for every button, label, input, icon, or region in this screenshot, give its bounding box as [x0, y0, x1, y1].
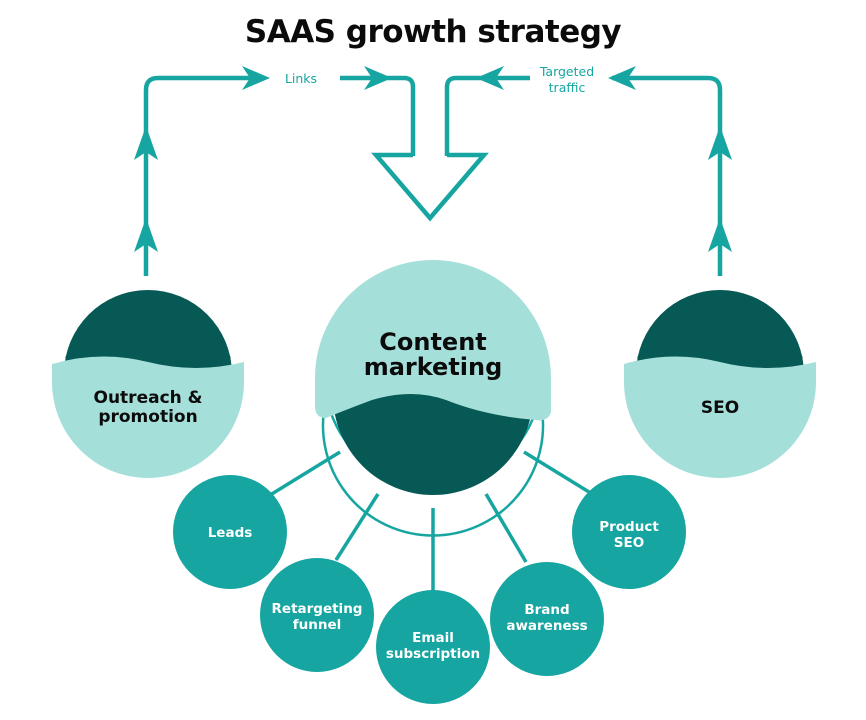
left-flow-line-down [340, 75, 416, 156]
outcome-brand-awareness: Brand awareness [490, 562, 604, 676]
outcome-product-seo: Product SEO [572, 475, 686, 589]
right-flow-line-up [612, 75, 723, 276]
node-light-cap [315, 260, 551, 421]
node-light-body [52, 356, 244, 478]
arrow-right-icon [242, 66, 270, 90]
arrow-up-icon [708, 126, 732, 160]
content-label-line2: marketing [364, 353, 503, 381]
arrow-up-icon [708, 218, 732, 252]
node-ring-outer [321, 399, 545, 537]
outcome-label-line1: Retargeting [272, 601, 363, 617]
connector-leads [261, 450, 341, 502]
right-flow-line-down [444, 75, 530, 156]
connector-brand [484, 493, 528, 563]
outreach-label-line2: promotion [98, 407, 197, 427]
diagram-title: SAAS growth strategy [245, 14, 622, 50]
outcome-label-line1: Leads [208, 525, 253, 541]
outcome-circle [490, 562, 604, 676]
outcome-label-line2: SEO [614, 535, 644, 551]
arrow-left-icon [608, 66, 636, 90]
links-label: Links [285, 71, 317, 86]
right-flow-connector [444, 75, 723, 276]
arrow-up-icon [134, 126, 158, 160]
node-seo: SEO [624, 290, 816, 478]
connector-retargeting [334, 493, 380, 561]
outcome-label-line1: Product [599, 519, 659, 535]
outcome-circle [376, 590, 490, 704]
outcome-label-line2: awareness [506, 618, 587, 634]
outcome-label-line2: funnel [293, 617, 342, 633]
outcome-email-subscription: Email subscription [376, 590, 490, 704]
outcome-circle [260, 558, 374, 672]
targeted-traffic-label-line2: traffic [549, 80, 586, 95]
outreach-label-line1: Outreach & [94, 388, 203, 408]
arrow-up-icon [134, 218, 158, 252]
content-label-line1: Content [379, 328, 487, 356]
outcome-label-line1: Brand [524, 602, 569, 618]
outcome-retargeting-funnel: Retargeting funnel [260, 558, 374, 672]
node-content-marketing: Content marketing [315, 260, 551, 537]
node-outreach-promotion: Outreach & promotion [52, 290, 244, 478]
seo-label: SEO [701, 398, 739, 418]
outcome-circle [173, 475, 287, 589]
outcome-label-line2: subscription [386, 646, 480, 662]
arrow-right-icon [364, 66, 392, 90]
down-arrow-icon [371, 152, 489, 222]
outcome-leads: Leads [173, 475, 287, 589]
left-flow-line-up [143, 75, 262, 276]
node-light-body [624, 356, 816, 478]
outcome-circle [572, 475, 686, 589]
left-flow-connector [143, 75, 416, 276]
arrow-left-icon [476, 66, 504, 90]
outcome-label-line1: Email [412, 630, 454, 646]
targeted-traffic-label-line1: Targeted [539, 64, 594, 79]
